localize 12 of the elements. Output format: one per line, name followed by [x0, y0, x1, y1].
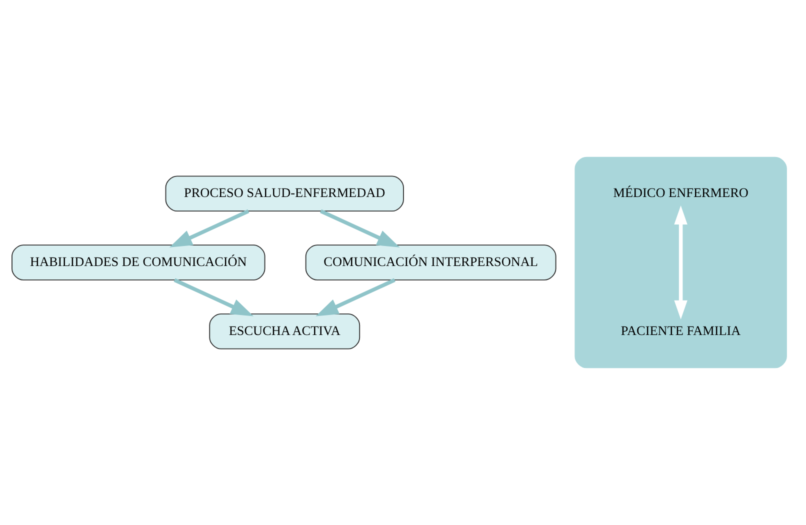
arrow	[320, 209, 400, 248]
arrow	[674, 206, 688, 320]
node-box: HABILIDADES DE COMUNICACIÓN	[12, 244, 266, 280]
node-text: MÉDICO ENFERMERO	[613, 185, 748, 200]
arrow	[169, 209, 250, 248]
node-box: ESCUCHA ACTIVA	[209, 313, 360, 350]
arrow	[316, 278, 396, 316]
node-box: PROCESO SALUD-ENFERMEDAD	[165, 176, 404, 212]
node-text: PACIENTE FAMILIA	[620, 322, 741, 338]
node-box: COMUNICACIÓN INTERPERSONAL	[305, 244, 556, 280]
cluster	[574, 156, 787, 368]
arrow	[174, 278, 254, 316]
